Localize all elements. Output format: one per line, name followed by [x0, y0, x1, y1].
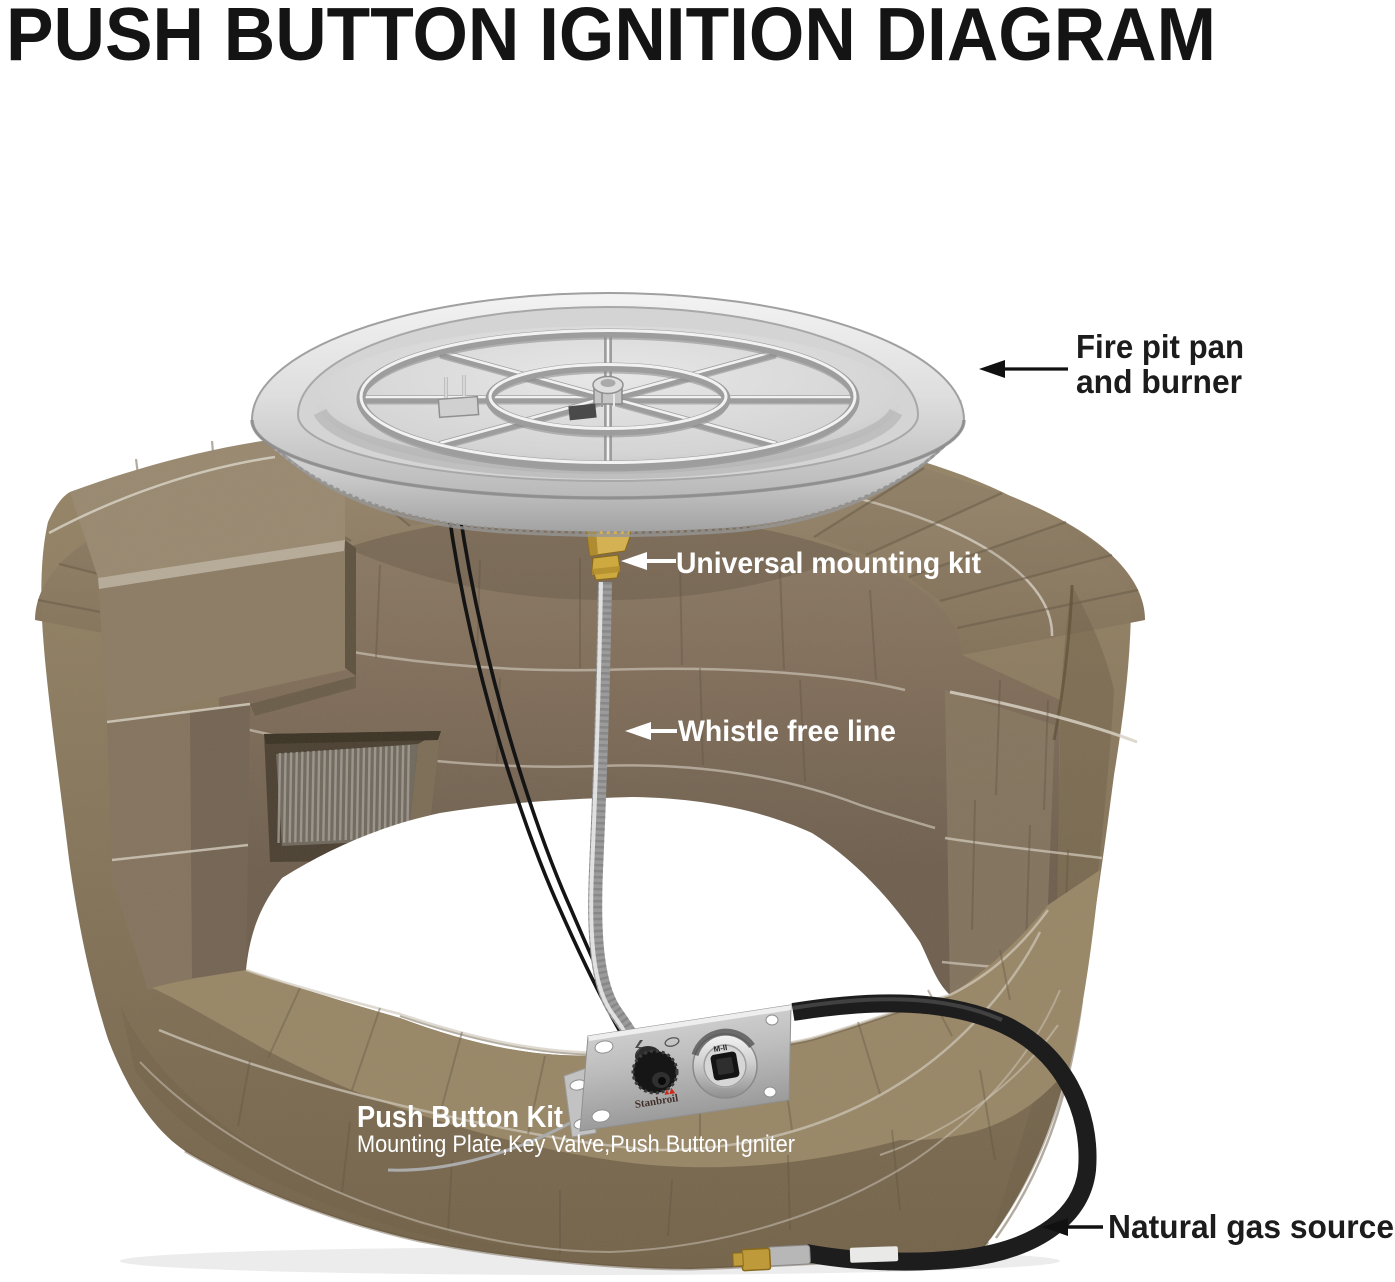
svg-text:Mounting Plate,Key Valve,Push: Mounting Plate,Key Valve,Push Button Ign…	[357, 1131, 795, 1158]
svg-text:Natural gas source: Natural gas source	[1108, 1208, 1394, 1245]
svg-text:Whistle free line: Whistle free line	[678, 715, 896, 748]
svg-text:Fire pit pan: Fire pit pan	[1076, 328, 1244, 365]
svg-text:M-II: M-II	[713, 1043, 728, 1054]
svg-text:PUSH BUTTON IGNITION DIAGRAM: PUSH BUTTON IGNITION DIAGRAM	[6, 0, 1216, 76]
svg-text:Universal mounting kit: Universal mounting kit	[676, 547, 981, 580]
svg-text:and burner: and burner	[1076, 363, 1242, 400]
svg-text:Push Button Kit: Push Button Kit	[357, 1099, 563, 1134]
